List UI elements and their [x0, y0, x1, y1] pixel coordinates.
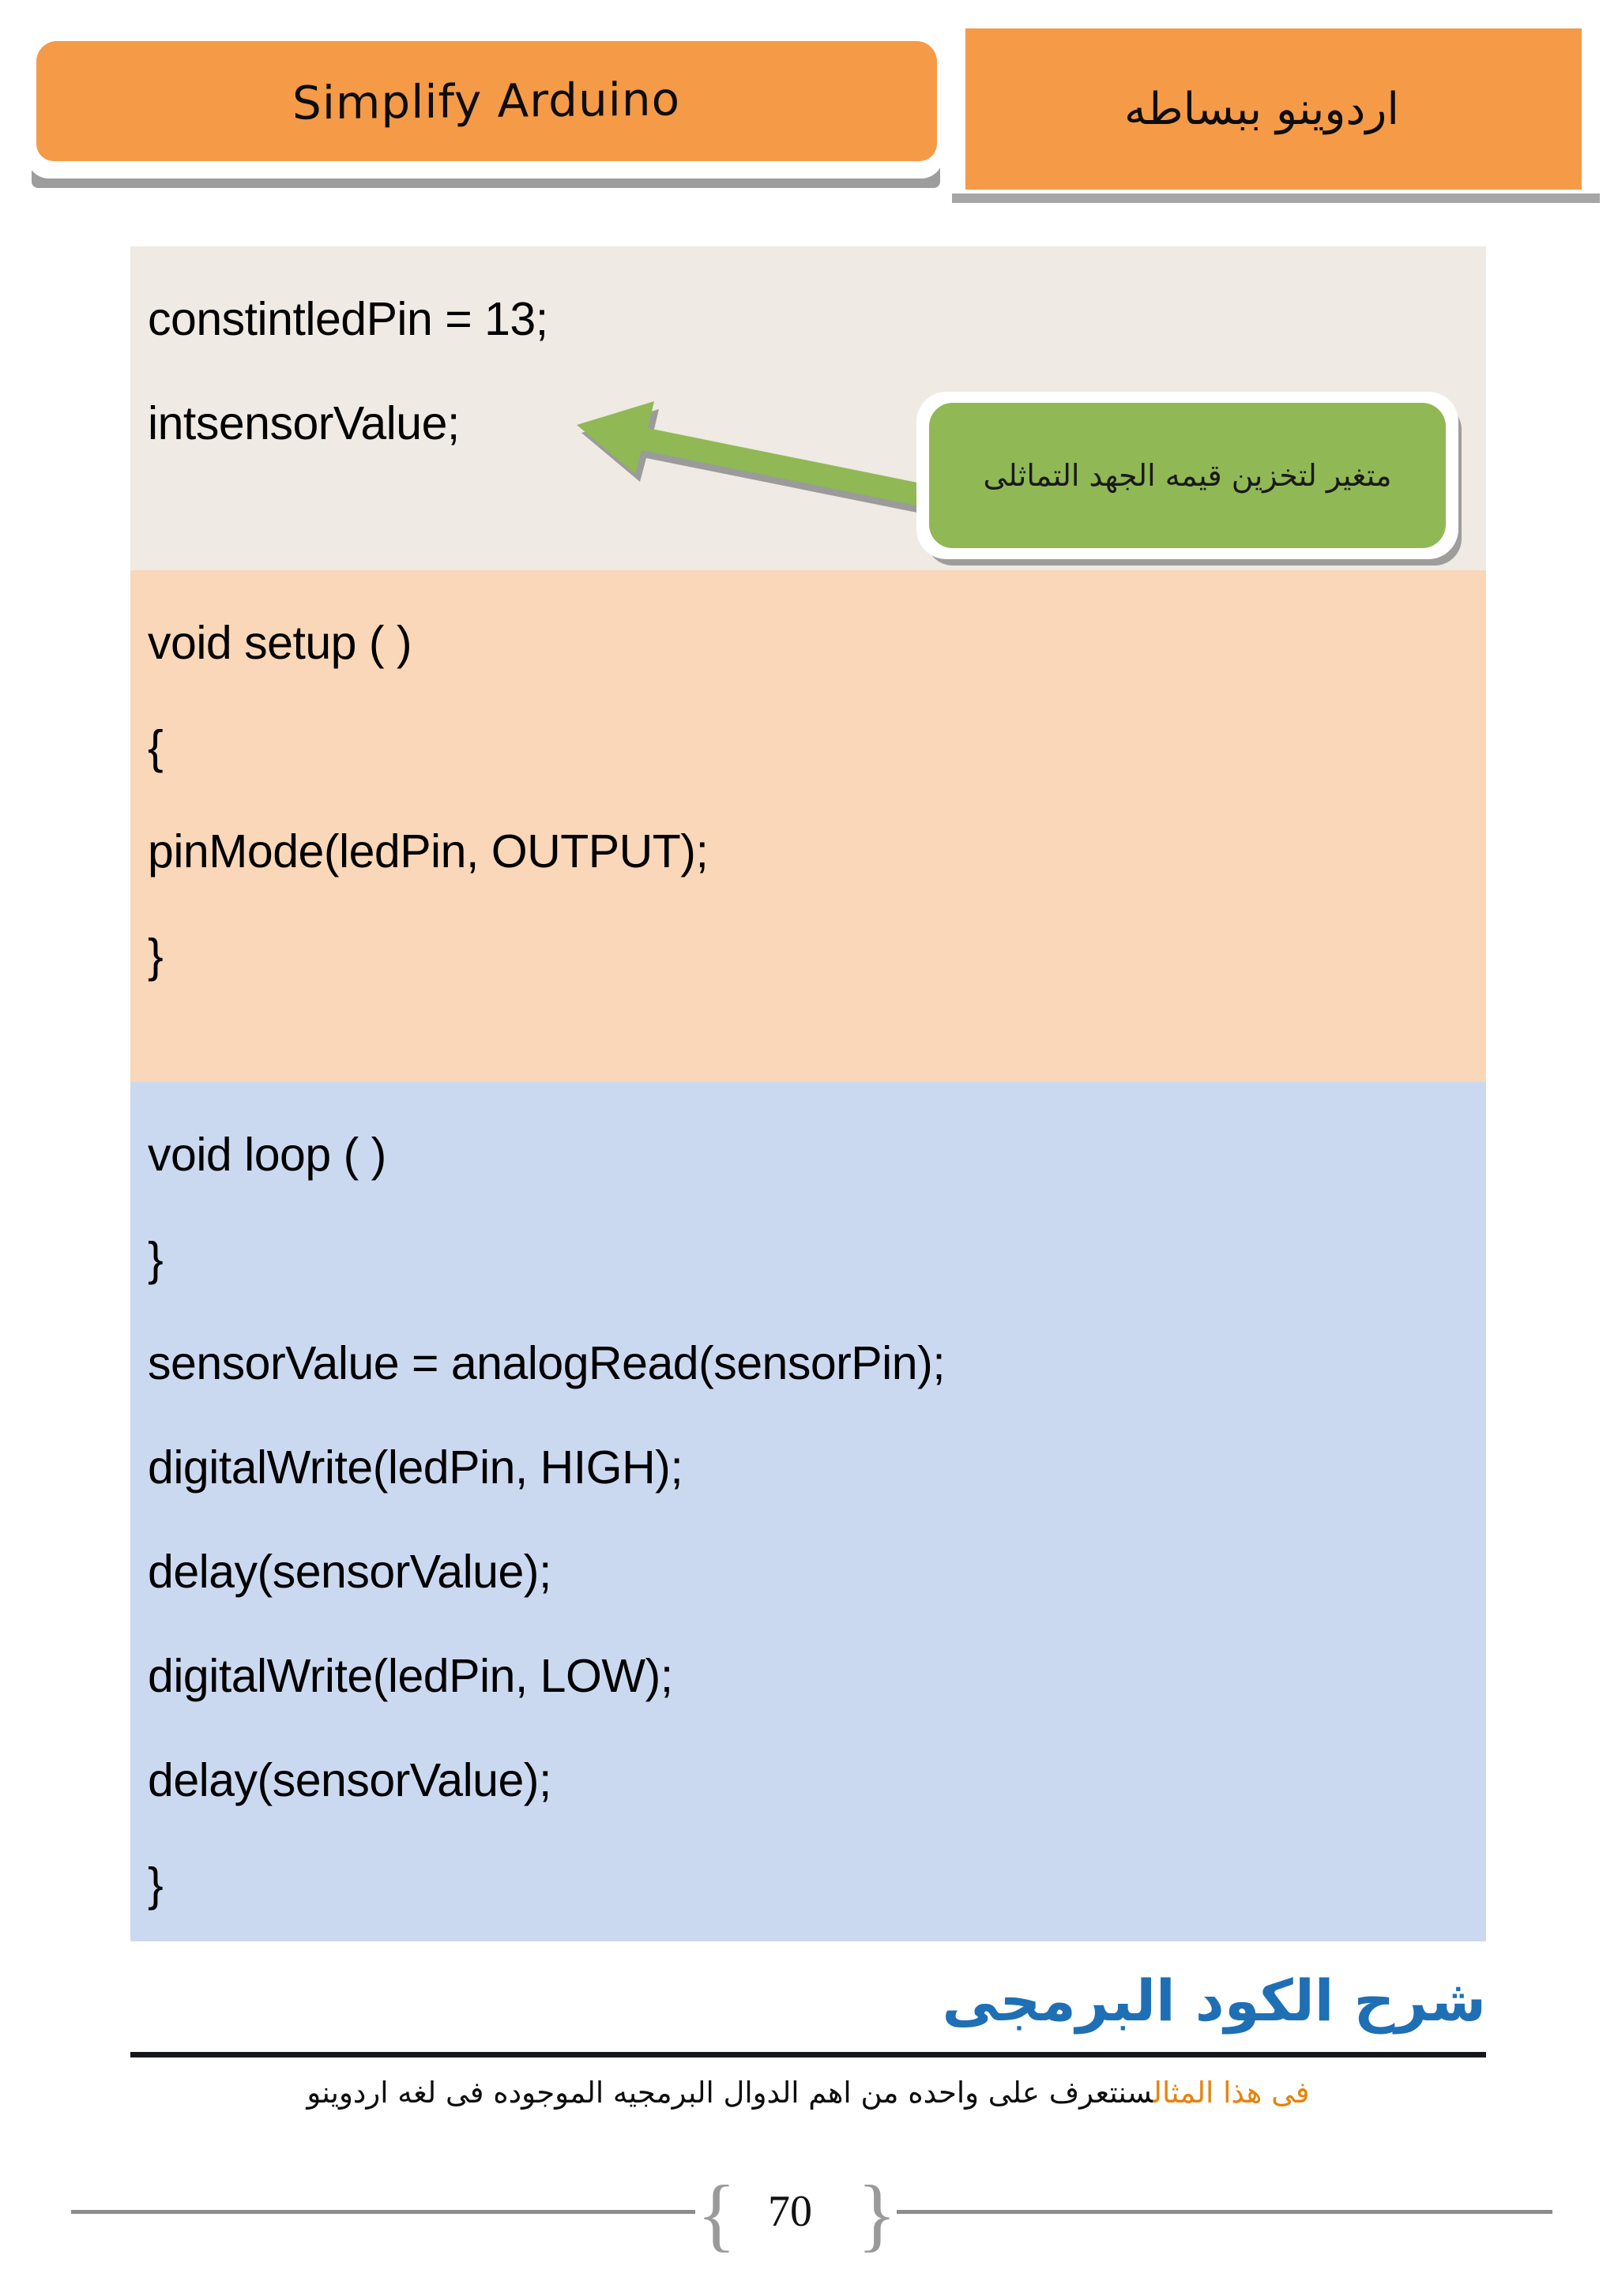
- footer-brace-right-icon: }: [857, 2169, 897, 2260]
- footer-rule-left: [71, 2210, 695, 2214]
- code-line: {: [148, 721, 164, 773]
- code-section-loop: void loop ( ) } sensorValue = analogRead…: [130, 1082, 1486, 1941]
- code-listing: constintledPin = 13; intsensorValue; voi…: [130, 246, 1486, 1941]
- section-heading-rule: [130, 2052, 1486, 2057]
- code-line: }: [148, 930, 164, 982]
- right-banner-title: اردوينو ببساطه: [1124, 83, 1399, 135]
- footer-rule-right: [897, 2210, 1552, 2214]
- callout-arrow-icon: [577, 401, 926, 513]
- right-banner-underline: [952, 194, 1600, 203]
- paragraph-highlight: فى هذا المثال: [1153, 2076, 1310, 2110]
- code-line: constintledPin = 13;: [148, 293, 548, 345]
- code-line: pinMode(ledPin, OUTPUT);: [148, 825, 709, 877]
- left-banner-title: Simplify Arduino: [292, 72, 681, 130]
- callout-fill: متغير لتخزين قيمه الجهد التماثلى: [929, 403, 1446, 548]
- section-heading: شرح الكود البرمجى: [130, 1957, 1487, 2044]
- body-paragraph: فى هذا المثالسنتعرف على واحده من اهم الد…: [130, 2069, 1486, 2116]
- code-line: delay(sensorValue);: [148, 1546, 551, 1598]
- code-line: intsensorValue;: [148, 397, 460, 449]
- code-line: void setup ( ): [148, 617, 412, 669]
- paragraph-rest: سنتعرف على واحده من اهم الدوال البرمجيه …: [307, 2076, 1153, 2110]
- code-line: void loop ( ): [148, 1129, 386, 1181]
- code-line: sensorValue = analogRead(sensorPin);: [148, 1337, 946, 1389]
- right-banner: اردوينو ببساطه: [965, 28, 1582, 190]
- footer-brace-left-icon: {: [697, 2169, 736, 2260]
- page-header: Simplify Arduino اردوينو ببساطه: [0, 0, 1618, 237]
- callout-text: متغير لتخزين قيمه الجهد التماثلى: [983, 457, 1392, 493]
- code-line: digitalWrite(ledPin, LOW);: [148, 1650, 673, 1702]
- page-number: 70: [768, 2187, 812, 2236]
- code-line: }: [148, 1233, 164, 1285]
- callout-box: متغير لتخزين قيمه الجهد التماثلى: [916, 392, 1469, 567]
- code-line: delay(sensorValue);: [148, 1754, 551, 1806]
- code-line: }: [148, 1858, 164, 1911]
- page-footer: { } 70: [0, 2174, 1618, 2275]
- code-section-setup: void setup ( ) { pinMode(ledPin, OUTPUT)…: [130, 570, 1486, 1082]
- left-banner: Simplify Arduino: [36, 41, 937, 161]
- code-line: digitalWrite(ledPin, HIGH);: [148, 1441, 683, 1494]
- section-heading-text: شرح الكود البرمجى: [942, 1967, 1487, 2034]
